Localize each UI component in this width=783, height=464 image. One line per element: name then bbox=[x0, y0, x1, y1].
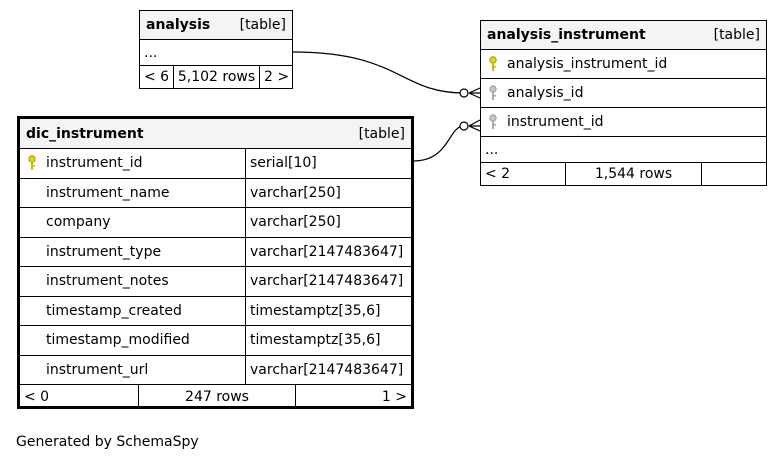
column-name: company bbox=[44, 208, 246, 237]
key-placeholder bbox=[20, 238, 44, 267]
column-name: analysis_id bbox=[507, 85, 584, 101]
column-type: varchar[250] bbox=[250, 184, 341, 201]
table-header: analysis [table] bbox=[140, 11, 292, 40]
table-footer: < 0 247 rows 1 > bbox=[20, 385, 411, 408]
column-name: timestamp_created bbox=[44, 296, 246, 325]
table-kind: [table] bbox=[713, 27, 760, 43]
table-header: dic_instrument [table] bbox=[20, 119, 411, 149]
crow-foot-marker bbox=[468, 87, 481, 99]
relationship-dic-instrument-to-analysis-instrument bbox=[412, 125, 465, 162]
column-row: analysis_instrument_id bbox=[481, 50, 766, 79]
key-placeholder bbox=[20, 179, 44, 208]
primary-key-icon bbox=[481, 50, 505, 78]
footer-next: 2 > bbox=[259, 66, 293, 88]
column-type: serial[10] bbox=[250, 155, 317, 172]
column-type: timestamptz[35,6] bbox=[250, 302, 381, 319]
table-name: dic_instrument bbox=[26, 125, 144, 142]
ellipsis-row: ... bbox=[140, 40, 292, 66]
table-name: analysis bbox=[146, 17, 211, 33]
table-analysis-instrument[interactable]: analysis_instrument [table] analysis_ins… bbox=[480, 20, 767, 186]
footer-rows: 5,102 rows bbox=[173, 66, 259, 88]
table-analysis[interactable]: analysis [table] ... < 6 5,102 rows 2 > bbox=[139, 10, 293, 89]
ellipsis-row: ... bbox=[481, 137, 766, 163]
column-row: instrument_id bbox=[481, 108, 766, 137]
relationship-analysis-to-analysis-instrument bbox=[292, 51, 465, 94]
zero-or-many-marker bbox=[459, 121, 469, 131]
footer-prev: < 6 bbox=[144, 69, 170, 85]
column-name: instrument_notes bbox=[44, 267, 246, 296]
ellipsis: ... bbox=[485, 141, 499, 158]
footer-prev: < 0 bbox=[24, 388, 50, 405]
column-type: varchar[250] bbox=[250, 214, 341, 231]
table-kind: [table] bbox=[358, 125, 405, 142]
column-name: instrument_id bbox=[44, 149, 246, 178]
column-name: instrument_type bbox=[44, 237, 246, 266]
ellipsis: ... bbox=[144, 44, 158, 61]
column-name: instrument_url bbox=[44, 355, 246, 384]
table-kind: [table] bbox=[239, 17, 286, 33]
column-name: analysis_instrument_id bbox=[507, 56, 668, 72]
footer-prev: < 2 bbox=[485, 166, 511, 182]
column-name: instrument_name bbox=[44, 178, 246, 207]
column-name: instrument_id bbox=[507, 114, 604, 130]
column-type: varchar[2147483647] bbox=[250, 361, 404, 378]
foreign-key-icon bbox=[481, 108, 505, 136]
key-placeholder bbox=[20, 297, 44, 326]
key-placeholder bbox=[20, 267, 44, 296]
footer-next bbox=[701, 163, 766, 185]
column-type: varchar[2147483647] bbox=[250, 243, 404, 260]
generated-by-label: Generated by SchemaSpy bbox=[16, 434, 199, 450]
key-placeholder bbox=[20, 356, 44, 385]
foreign-key-icon bbox=[481, 79, 505, 107]
column-type: varchar[2147483647] bbox=[250, 273, 404, 290]
footer-rows: 247 rows bbox=[138, 385, 295, 408]
key-placeholder bbox=[20, 208, 44, 237]
table-footer: < 2 1,544 rows bbox=[481, 163, 766, 185]
key-placeholder bbox=[20, 326, 44, 355]
table-name: analysis_instrument bbox=[487, 27, 646, 43]
zero-or-many-marker bbox=[459, 88, 469, 98]
table-footer: < 6 5,102 rows 2 > bbox=[140, 66, 292, 88]
footer-next: 1 > bbox=[295, 385, 411, 408]
footer-rows: 1,544 rows bbox=[565, 163, 701, 185]
column-name: timestamp_modified bbox=[44, 326, 246, 355]
crow-foot-marker bbox=[468, 119, 481, 132]
primary-key-icon bbox=[20, 149, 44, 178]
table-header: analysis_instrument [table] bbox=[481, 21, 766, 50]
column-type: timestamptz[35,6] bbox=[250, 332, 381, 349]
column-row: analysis_id bbox=[481, 79, 766, 108]
